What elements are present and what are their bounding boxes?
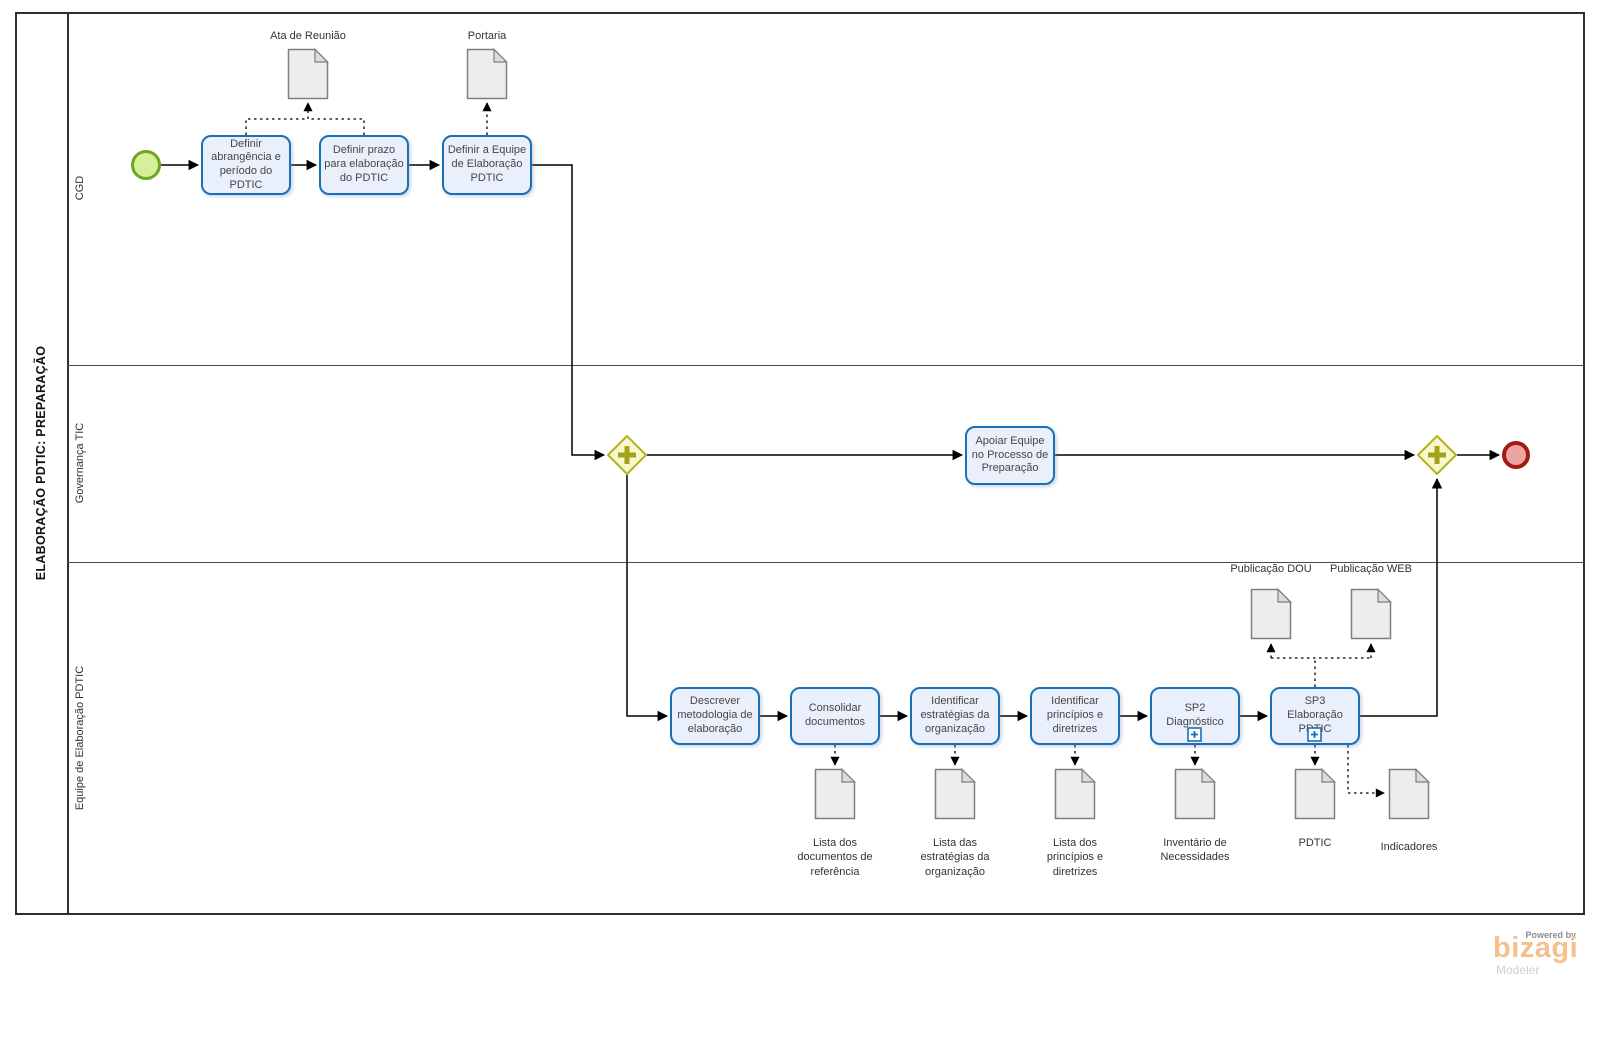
document-icon: [1388, 768, 1430, 820]
flow-gateway1-to-descrever-metodologia: [626, 475, 669, 722]
task-identificar-estrategias[interactable]: Identificar estratégias da organização: [910, 687, 1000, 745]
powered-by-text: Powered by: [1525, 930, 1576, 940]
document-icon: [466, 48, 508, 100]
document-icon: [1294, 768, 1336, 820]
document-ata-de-reuniao[interactable]: [287, 48, 329, 100]
document-publicacao-web[interactable]: [1350, 588, 1392, 640]
subprocess-plus-marker-sp2[interactable]: [1187, 727, 1202, 742]
plus-icon: [1307, 727, 1322, 742]
document-label-lista-documentos: Lista dos documentos de referência: [797, 837, 873, 878]
task-definir-prazo[interactable]: Definir prazo para elaboração do PDTIC: [319, 135, 409, 195]
task-apoiar-equipe[interactable]: Apoiar Equipe no Processo de Preparação: [965, 426, 1055, 485]
document-label-inventario: Inventário de Necessidades: [1160, 837, 1230, 864]
document-portaria[interactable]: [466, 48, 508, 100]
task-consolidar-documentos[interactable]: Consolidar documentos: [790, 687, 880, 745]
task-descrever-metodologia[interactable]: Descrever metodologia de elaboração: [670, 687, 760, 745]
task-definir-equipe[interactable]: Definir a Equipe de Elaboração PDTIC: [442, 135, 532, 195]
document-lista-principios[interactable]: [1054, 768, 1096, 820]
document-pdtic[interactable]: [1294, 768, 1336, 820]
bizagi-modeler-text: Modeler: [1496, 963, 1540, 977]
subprocess-plus-marker-sp3[interactable]: [1307, 727, 1322, 742]
end-event[interactable]: [1502, 441, 1530, 469]
document-indicadores[interactable]: [1388, 768, 1430, 820]
parallel-gateway-split[interactable]: [605, 433, 649, 477]
pool-title-divider: [67, 14, 69, 913]
parallel-gateway-icon: [607, 435, 647, 475]
document-icon: [287, 48, 329, 100]
document-label-publicacao-dou: Publicação DOU: [1230, 563, 1312, 575]
assoc-definir-abrangencia-to-ata: [245, 118, 308, 135]
document-lista-estrategias[interactable]: [934, 768, 976, 820]
document-publicacao-dou[interactable]: [1250, 588, 1292, 640]
document-icon: [934, 768, 976, 820]
flow-sp3-to-gateway2: [1360, 477, 1443, 717]
parallel-gateway-icon: [1417, 435, 1457, 475]
task-definir-abrangencia[interactable]: Definir abrangência e período do PDTIC: [201, 135, 291, 195]
document-icon: [1174, 768, 1216, 820]
assoc-sp3-to-indicadores: [1347, 745, 1385, 798]
document-label-indicadores: Indicadores: [1380, 841, 1438, 853]
document-icon: [1250, 588, 1292, 640]
document-icon: [1054, 768, 1096, 820]
document-label-publicacao-web: Publicação WEB: [1330, 563, 1412, 575]
process-pool[interactable]: [15, 12, 1585, 915]
lane-divider-2: [67, 562, 1585, 564]
document-label-lista-estrategias: Lista das estratégias da organização: [920, 837, 990, 878]
assoc-definir-prazo-to-ata: [308, 118, 365, 135]
document-lista-documentos[interactable]: [814, 768, 856, 820]
start-event[interactable]: [131, 150, 161, 180]
document-label-pdtic: PDTIC: [1298, 837, 1332, 849]
lane-divider-1: [67, 365, 1585, 367]
task-identificar-principios[interactable]: Identificar princípios e diretrizes: [1030, 687, 1120, 745]
bizagi-logo: bizagi: [1493, 932, 1579, 964]
document-label-ata: Ata de Reunião: [270, 30, 346, 42]
document-label-portaria: Portaria: [467, 30, 507, 42]
document-icon: [1350, 588, 1392, 640]
parallel-gateway-join[interactable]: [1415, 433, 1459, 477]
document-label-lista-principios: Lista dos princípios e diretrizes: [1046, 837, 1104, 878]
document-icon: [814, 768, 856, 820]
document-inventario[interactable]: [1174, 768, 1216, 820]
flow-definir-equipe-to-gateway1: [532, 164, 606, 461]
plus-icon: [1187, 727, 1202, 742]
